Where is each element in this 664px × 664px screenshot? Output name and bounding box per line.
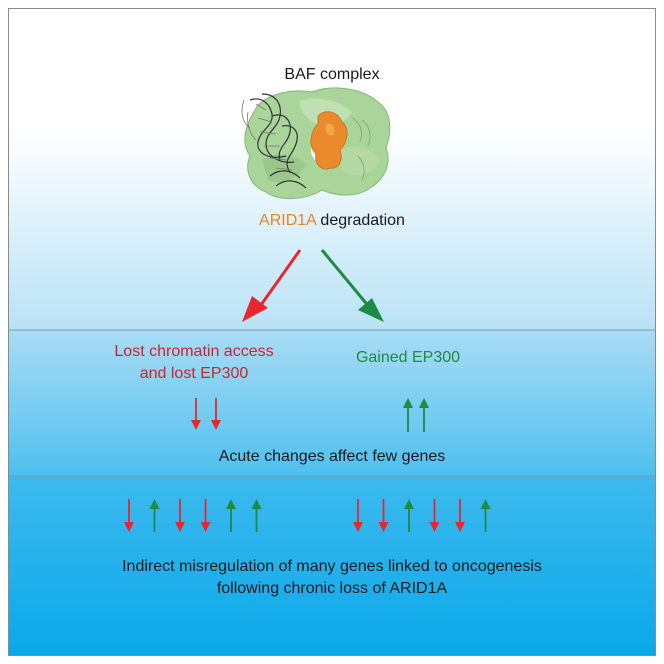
arrow-gained bbox=[320, 249, 372, 309]
chronic-left-arrow-down-3 bbox=[175, 499, 185, 532]
acute-lost-arrow-down-1 bbox=[191, 398, 201, 430]
arid1a-protein-label: ARID1A bbox=[259, 212, 316, 229]
chronic-line-1: Indirect misregulation of many genes lin… bbox=[122, 558, 542, 575]
arrow-lost-head bbox=[242, 296, 268, 322]
outer-frame bbox=[8, 8, 656, 656]
chronic-left-arrow-down-4 bbox=[200, 499, 211, 532]
chronic-left-arrow-up-5 bbox=[226, 499, 236, 532]
acute-lost-arrow-down-2 bbox=[211, 398, 221, 430]
acute-gained-arrow-up-1 bbox=[403, 398, 413, 432]
acute-panel bbox=[8, 330, 656, 476]
chronic-right-arrows bbox=[353, 499, 491, 532]
chronic-right-arrow-down-5 bbox=[455, 499, 465, 532]
arrow-gained-head bbox=[358, 298, 384, 322]
acute-gained-arrow-up-2 bbox=[419, 398, 429, 432]
chronic-right-arrow-down-4 bbox=[429, 499, 440, 532]
chronic-right-arrow-up-3 bbox=[404, 499, 414, 532]
lost-label-line-1: Lost chromatin access bbox=[114, 343, 274, 360]
acute-summary: Acute changes affect few genes bbox=[218, 448, 446, 465]
gained-ep300-label: Gained EP300 bbox=[355, 349, 461, 366]
degradation-label: ARID1A degradation bbox=[0, 212, 664, 230]
chronic-right-arrow-down-1 bbox=[353, 499, 363, 532]
acute-gained-arrows bbox=[403, 398, 429, 432]
chronic-summary: Indirect misregulation of many genes lin… bbox=[0, 556, 664, 600]
lost-label-line-2: and lost EP300 bbox=[139, 365, 249, 382]
chronic-left-arrow-down-1 bbox=[124, 499, 134, 532]
chronic-right-arrow-down-2 bbox=[378, 499, 389, 532]
chronic-left-arrow-up-6 bbox=[251, 499, 262, 532]
lost-chromatin-label: Lost chromatin access and lost EP300 bbox=[84, 341, 304, 385]
arrow-lost bbox=[254, 249, 302, 313]
chronic-panel bbox=[8, 476, 656, 656]
chronic-left-arrow-up-2 bbox=[149, 499, 160, 532]
degradation-action-label: degradation bbox=[320, 212, 405, 229]
acute-lost-arrows bbox=[191, 398, 221, 430]
chronic-left-arrows bbox=[124, 499, 262, 532]
baf-complex-structure-icon bbox=[241, 87, 391, 199]
chronic-line-2: following chronic loss of ARID1A bbox=[216, 580, 448, 597]
baf-complex-title: BAF complex bbox=[284, 66, 380, 83]
chronic-right-arrow-up-6 bbox=[480, 499, 491, 532]
